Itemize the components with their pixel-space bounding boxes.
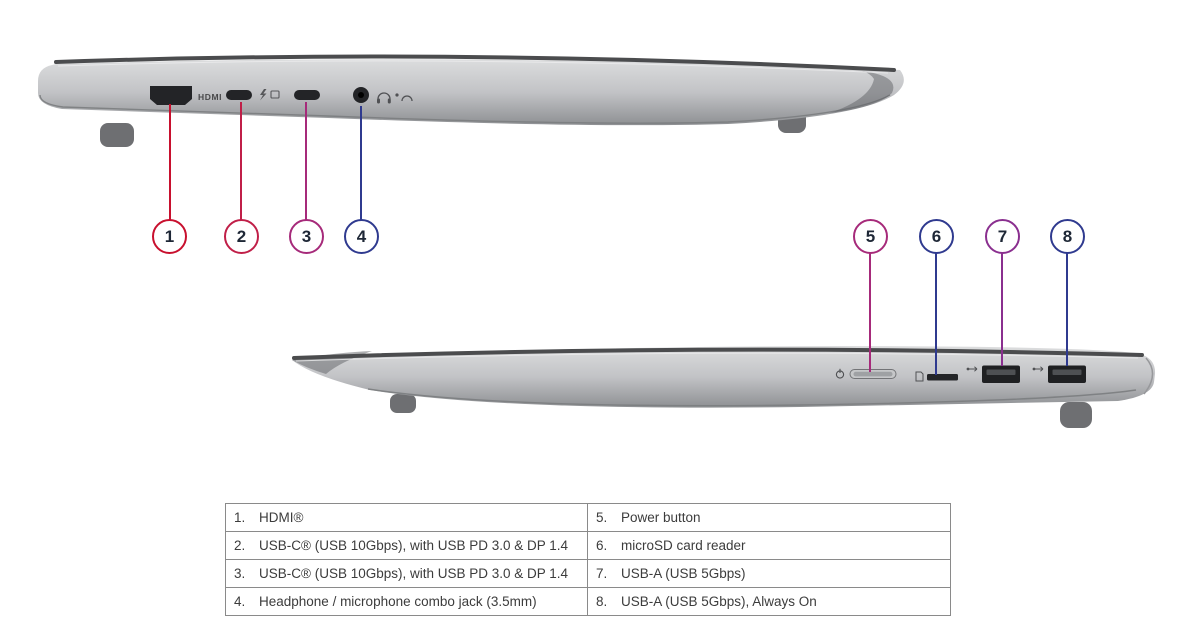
legend-num: 2. [234,538,246,553]
legend-desc: USB-A (USB 5Gbps), Always On [621,594,817,609]
legend-cell-6: 6. microSD card reader [587,531,951,560]
laptop-right-side-view [292,346,1156,428]
leader-line-4 [360,106,362,221]
laptop-body [38,59,904,126]
leader-line-7 [1001,252,1003,366]
laptop-left-side-view: HDMI [38,54,904,147]
body-bottom-edge [39,94,891,124]
legend-desc: HDMI® [259,510,304,525]
legend-desc: USB-C® (USB 10Gbps), with USB PD 3.0 & D… [259,538,569,553]
leader-line-5 [869,252,871,372]
callout-badge-5: 5 [853,219,888,254]
legend-desc: USB-A (USB 5Gbps) [621,566,746,581]
separator-dot-icon [395,93,399,97]
charging-bolt-icon [260,89,267,101]
sd-card-icon [915,371,924,382]
legend-num: 8. [596,594,608,609]
usb-c-port-1 [226,90,252,100]
legend-row: 2. USB-C® (USB 10Gbps), with USB PD 3.0 &… [225,531,951,560]
legend-num: 6. [596,538,608,553]
legend-desc: Power button [621,510,701,525]
usb-trident-icon [1032,366,1044,372]
audio-jack-hole [358,92,364,98]
callout-badge-4: 4 [344,219,379,254]
usb-c-port-2 [294,90,320,100]
legend-cell-3: 3. USB-C® (USB 10Gbps), with USB PD 3.0 &… [225,559,588,588]
hdmi-label: HDMI [198,92,222,102]
lid-edge [54,54,896,72]
callout-badge-2: 2 [224,219,259,254]
leader-line-6 [935,252,937,375]
legend-desc: Headphone / microphone combo jack (3.5mm… [259,594,537,609]
callout-badge-8: 8 [1050,219,1085,254]
lid-edge [292,347,1144,360]
hdmi-port [150,86,192,105]
front-edge-line [1143,357,1154,395]
callout-badge-6: 6 [919,219,954,254]
hinge-shading [830,71,894,113]
body-bottom-edge [367,388,1137,407]
usb-a-port-1 [982,365,1020,383]
legend-num: 4. [234,594,246,609]
legend-cell-4: 4. Headphone / microphone combo jack (3.5… [225,587,588,616]
legend-desc: microSD card reader [621,538,746,553]
leader-line-8 [1066,252,1068,366]
microphone-icon [401,95,413,102]
legend-cell-8: 8. USB-A (USB 5Gbps), Always On [587,587,951,616]
rubber-foot [390,394,416,413]
callout-badge-7: 7 [985,219,1020,254]
legend-row: 4. Headphone / microphone combo jack (3.5… [225,587,951,616]
microsd-slot [927,374,958,381]
legend-num: 1. [234,510,246,525]
lid-highlight [295,352,1139,362]
laptop-body [292,346,1156,408]
rubber-foot [100,123,134,147]
port-legend-table: 1. HDMI® 5. Power button 2. USB-C® (USB 10G… [225,503,951,616]
headset-icon [377,92,391,104]
power-button [849,369,897,379]
battery-icon [270,90,280,99]
legend-num: 3. [234,566,246,581]
callout-badge-1: 1 [152,219,187,254]
legend-cell-1: 1. HDMI® [225,503,588,532]
usb-a-port-2 [1048,365,1086,383]
legend-row: 1. HDMI® 5. Power button [225,503,951,532]
legend-cell-2: 2. USB-C® (USB 10Gbps), with USB PD 3.0 &… [225,531,588,560]
power-icon [835,368,845,379]
legend-row: 3. USB-C® (USB 10Gbps), with USB PD 3.0 &… [225,559,951,588]
rubber-foot [1060,402,1092,428]
legend-num: 7. [596,566,608,581]
legend-cell-7: 7. USB-A (USB 5Gbps) [587,559,951,588]
leader-line-2 [240,102,242,221]
leader-line-3 [305,102,307,221]
lid-highlight [57,60,889,74]
legend-num: 5. [596,510,608,525]
legend-cell-5: 5. Power button [587,503,951,532]
usb-trident-icon [966,366,978,372]
callout-badge-3: 3 [289,219,324,254]
legend-desc: USB-C® (USB 10Gbps), with USB PD 3.0 & D… [259,566,569,581]
leader-line-1 [169,104,171,221]
